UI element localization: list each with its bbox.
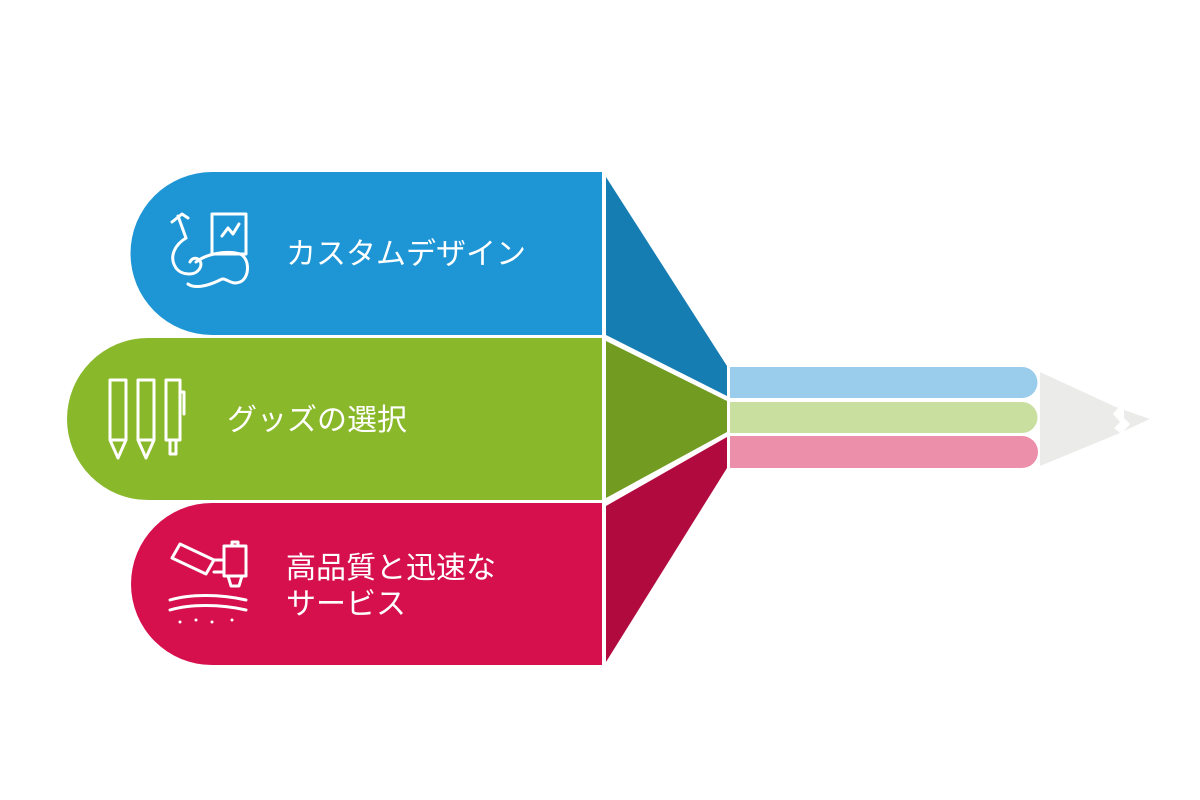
pencil-bar-green [730,402,1038,433]
funnel-blue [606,177,727,396]
label-quality-service-line1: 高品質と迅速な [286,551,496,586]
band-quality-service [131,503,602,665]
band-custom-design [130,172,602,335]
pencil-bar-blue [730,367,1038,398]
paintbrush-canvas-icon [170,212,249,288]
pencil-lead [1124,410,1150,431]
pencil-tip [1040,372,1120,466]
label-custom-design: カスタムデザイン [286,237,526,272]
pencil-bar-pink [730,436,1038,468]
funnel-red [606,437,727,662]
pens-icon [108,378,186,460]
label-quality-service-line2: サービス [286,587,406,622]
label-goods-selection: グッズの選択 [227,403,407,438]
band-goods-selection [67,338,602,500]
print-head-icon [168,540,248,624]
funnel-green [606,341,727,498]
